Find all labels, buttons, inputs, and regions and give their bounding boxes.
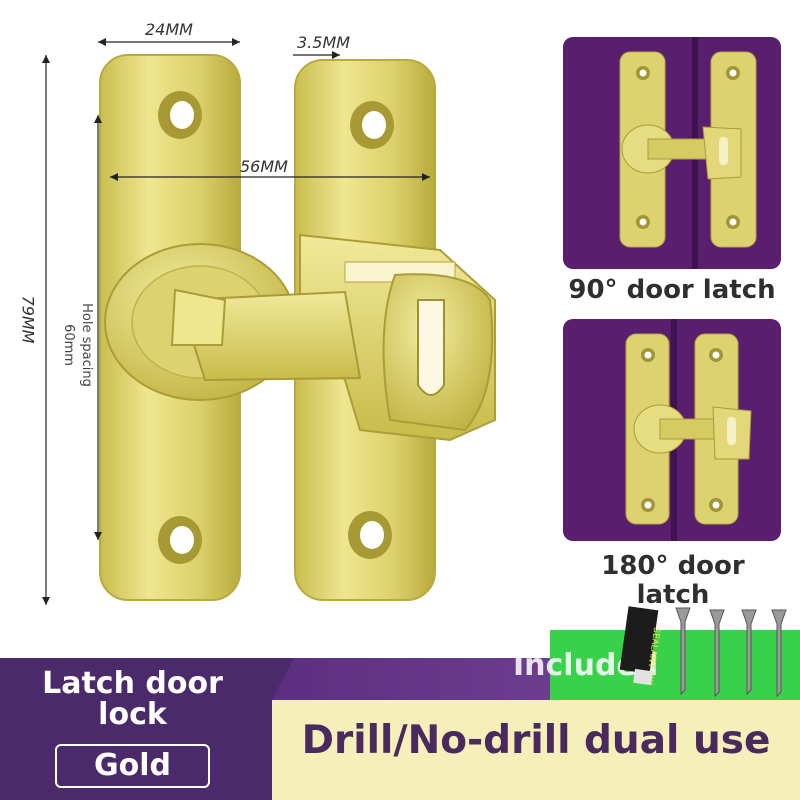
- hole-spacing-label: Hole spacing 60mm: [55, 290, 95, 400]
- catch-slot: [417, 299, 445, 396]
- thumbnail-180-degree: [563, 319, 781, 541]
- width-dimension-label: 24MM: [145, 20, 193, 39]
- tagline-box: [272, 700, 800, 800]
- sealant-tube-icon: SEALANT FIX: [619, 606, 661, 685]
- product-title-block: [0, 658, 272, 800]
- color-badge: Gold: [55, 744, 210, 788]
- included-accessories: SEALANT FIX: [619, 606, 787, 698]
- tagline: Drill/No-drill dual use: [301, 718, 771, 763]
- thumbnail-90-degree: [563, 37, 781, 269]
- thumbnail-90-label: 90° door latch: [568, 275, 776, 305]
- height-dimension-label: 79MM: [18, 295, 38, 344]
- product-name: Latch door lock: [42, 666, 223, 732]
- thickness-dimension-label: 3.5MM: [297, 33, 351, 52]
- total-width-dimension-label: 56MM: [240, 157, 288, 176]
- thumbnail-180-label: 180° door latch: [601, 551, 745, 610]
- latch-handle: [170, 288, 227, 346]
- latch-illustration: [42, 38, 496, 605]
- banner-notch: [272, 658, 294, 700]
- screw-icon: [675, 607, 787, 698]
- included-panel: [550, 630, 800, 700]
